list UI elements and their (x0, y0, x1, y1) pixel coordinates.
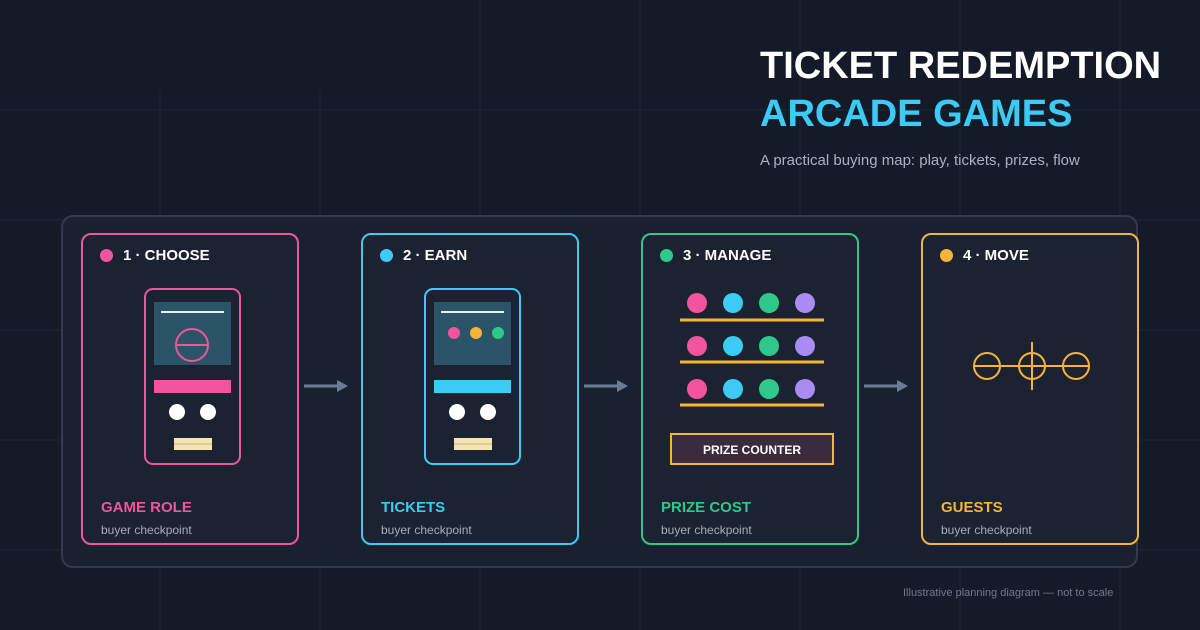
page-subtitle: A practical buying map: play, tickets, p… (760, 152, 1080, 169)
prize-shelves-icon: PRIZE COUNTER (670, 293, 834, 465)
ticket-cabinet-icon (424, 288, 521, 465)
footnote: Illustrative planning diagram — not to s… (903, 587, 1114, 599)
step-caption: buyer checkpoint (661, 523, 752, 537)
step-card-header: 4 · MOVE (940, 247, 1029, 264)
step-caption: buyer checkpoint (381, 523, 472, 537)
flow-arrow-icon (584, 380, 628, 392)
step-footer: GAME ROLE buyer checkpoint (101, 499, 192, 537)
step-card-header: 2 · EARN (380, 247, 467, 264)
step-caption: buyer checkpoint (101, 523, 192, 537)
step-footer: TICKETS buyer checkpoint (381, 499, 472, 537)
step-dot (380, 249, 393, 262)
page-title-line1: TICKET REDEMPTION (760, 45, 1162, 87)
step-dot (100, 249, 113, 262)
prize-shelf-row (680, 336, 824, 364)
step-card-move: 4 · MOVE GUESTS buyer checkpoint (921, 233, 1139, 545)
title-block: TICKET REDEMPTION ARCADE GAMES A practic… (760, 44, 1161, 169)
step-dot (660, 249, 673, 262)
page-title-line2: ARCADE GAMES (760, 93, 1073, 135)
step-footer: PRIZE COST buyer checkpoint (661, 499, 752, 537)
guest-flow-icon (973, 342, 1090, 390)
step-caption: buyer checkpoint (941, 523, 1032, 537)
prize-counter-label: PRIZE COUNTER (703, 443, 801, 457)
step-card-earn: 2 · EARN TICKETS buyer checkpoint (361, 233, 579, 545)
arcade-cabinet-icon (144, 288, 241, 465)
step-title: 2 · EARN (403, 247, 468, 264)
step-card-header: 1 · CHOOSE (100, 247, 210, 264)
step-title: 3 · MANAGE (683, 247, 772, 264)
step-label: TICKETS (381, 499, 446, 516)
step-label: PRIZE COST (661, 499, 752, 516)
step-label: GUESTS (941, 499, 1003, 516)
prize-shelf-row (680, 379, 824, 407)
step-title: 4 · MOVE (963, 247, 1029, 264)
flow-arrow-icon (304, 380, 348, 392)
step-dot (940, 249, 953, 262)
step-card-manage: 3 · MANAGE PRIZE COUNTER PRIZE COST (641, 233, 859, 545)
flow-arrow-icon (864, 380, 908, 392)
step-footer: GUESTS buyer checkpoint (941, 499, 1032, 537)
step-title: 1 · CHOOSE (123, 247, 210, 264)
step-card-choose: 1 · CHOOSE GAME ROLE buyer checkpoint (81, 233, 299, 545)
step-card-header: 3 · MANAGE (660, 247, 771, 264)
prize-shelf-row (680, 293, 824, 322)
step-label: GAME ROLE (101, 499, 192, 516)
